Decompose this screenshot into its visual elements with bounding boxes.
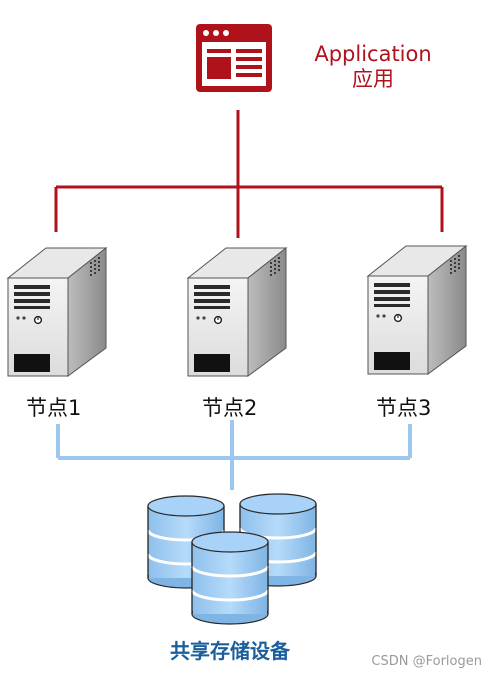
browser-window-icon	[196, 24, 272, 92]
node-label-3: 节点3	[376, 396, 432, 420]
server-tower-icon-2	[187, 247, 287, 377]
node-label-1: 节点1	[26, 396, 82, 420]
storage-connection-lines	[56, 420, 412, 490]
application-connection-lines	[54, 110, 444, 238]
server-tower-icon-1	[7, 247, 107, 377]
node-label-2: 节点2	[202, 396, 258, 420]
application-label: Application 应用	[300, 42, 446, 92]
watermark: CSDN @Forlogen	[371, 654, 482, 669]
application-label-zh: 应用	[352, 67, 394, 91]
database-cylinders-icon	[146, 492, 318, 626]
storage-label: 共享存储设备	[170, 639, 290, 663]
server-tower-icon-3	[367, 245, 467, 375]
application-label-en: Application	[314, 42, 432, 66]
